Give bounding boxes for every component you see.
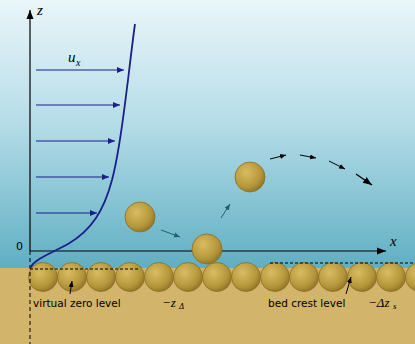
level-symbol: −z: [162, 296, 176, 309]
bed-crest-line: [270, 263, 415, 264]
particle-motion-arrows: [161, 155, 372, 237]
level-subscript: s: [393, 302, 397, 311]
bed-grains: [29, 263, 415, 292]
axis-label: z: [37, 3, 43, 18]
velocity-profile: [30, 24, 135, 268]
level-label: virtual zero level: [33, 298, 121, 309]
leader-arrow: [70, 281, 72, 294]
level-symbol: −Δz: [368, 296, 389, 309]
virtual-zero-line: [30, 269, 140, 270]
velocity-arrows: [36, 70, 124, 213]
level-subscript: Δ: [179, 302, 184, 311]
z-axis: [29, 10, 30, 251]
axis-label: x: [390, 234, 397, 249]
level-label: bed crest level: [268, 298, 345, 309]
velocity-subscript: x: [76, 58, 80, 68]
z-axis-extension: [30, 251, 31, 344]
origin-label: 0: [16, 241, 23, 252]
moving-particles: [125, 162, 265, 264]
water-region: [0, 0, 415, 270]
leader-arrow: [346, 277, 351, 294]
velocity-symbol: u: [68, 50, 76, 65]
